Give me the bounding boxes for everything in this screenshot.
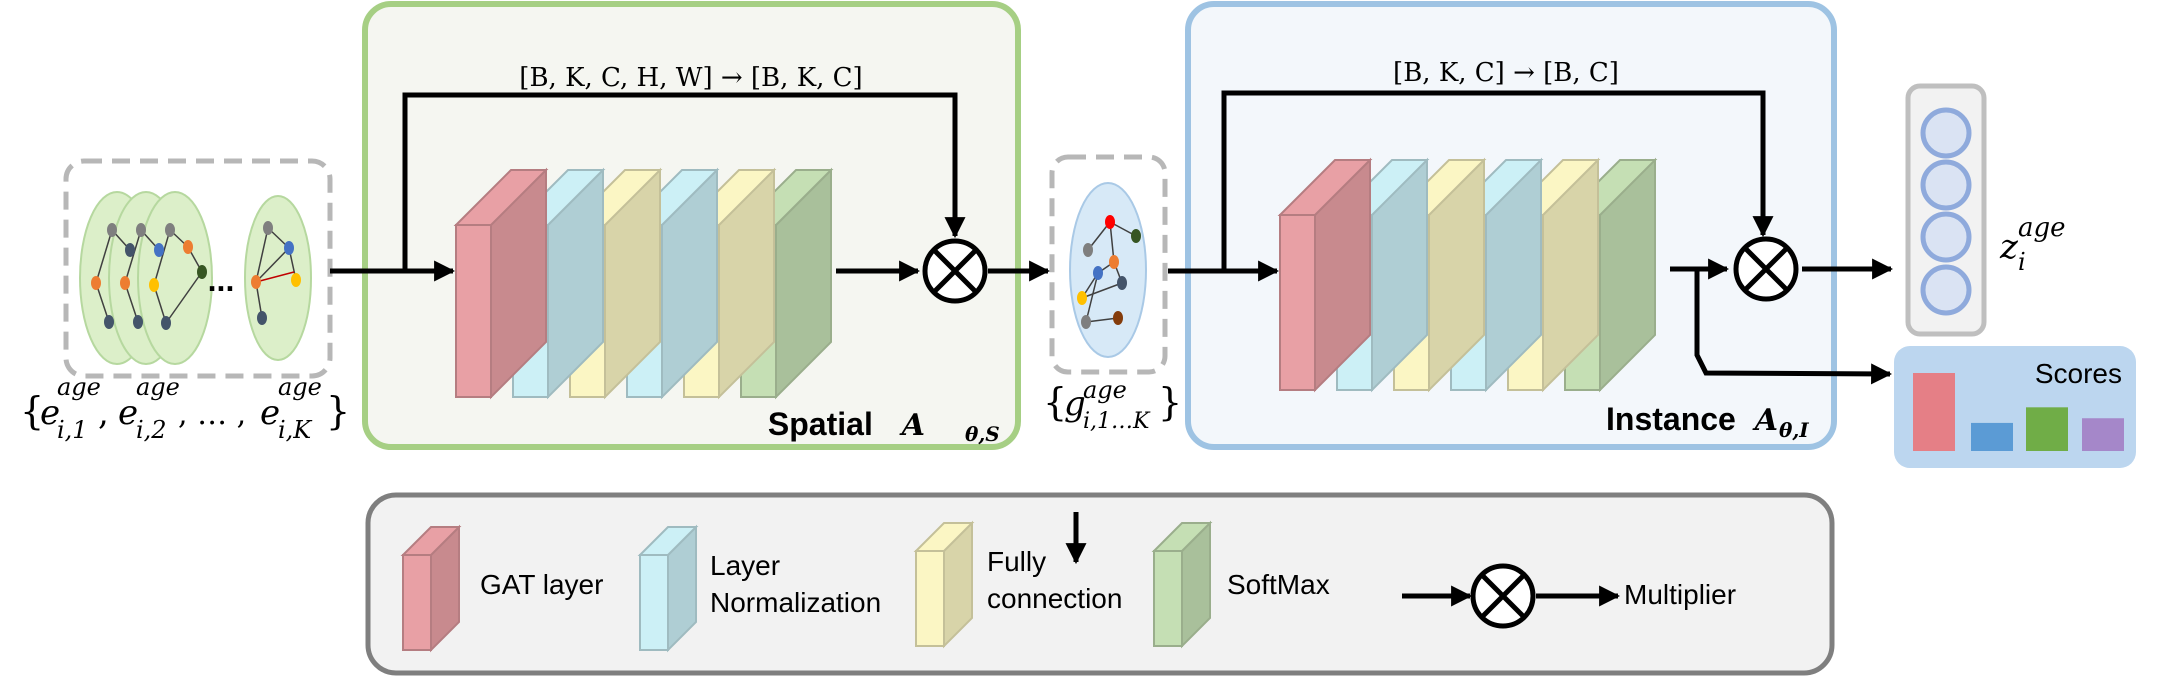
svg-text:age: age bbox=[57, 373, 101, 401]
svg-text:}: } bbox=[326, 389, 350, 433]
instance-multiplier-symbol bbox=[1733, 236, 1799, 302]
spatial-gat-layer-block bbox=[453, 167, 549, 400]
spatial-module-title: Spatial A bbox=[768, 406, 925, 443]
svg-text:age: age bbox=[136, 373, 180, 401]
instance-shape-label: [B, K, C] → [B, C] bbox=[1393, 58, 1619, 88]
aggregated-graph-box bbox=[1049, 154, 1168, 375]
score-bar bbox=[1971, 422, 2013, 451]
instance-module-title: Instance A bbox=[1606, 401, 1778, 438]
svg-text:z: z bbox=[1999, 227, 2019, 267]
spatial-symbol-subscript: θ,S bbox=[965, 422, 1000, 446]
svg-text:age: age bbox=[2018, 213, 2066, 243]
score-bar bbox=[2026, 407, 2068, 451]
legend-fc-label-2: connection bbox=[987, 583, 1122, 614]
instance-symbol-subscript: θ,I bbox=[1779, 418, 1809, 442]
spatial-multiplier-symbol bbox=[922, 238, 988, 304]
instance-flow-arrows bbox=[1168, 90, 1894, 385]
aggregated-graph-nodes bbox=[1077, 215, 1141, 329]
svg-text:i,K: i,K bbox=[278, 416, 313, 444]
svg-text:e: e bbox=[260, 393, 280, 433]
input-embeddings-label: { e age i,1 , e age i,2 , … , e age i,K … bbox=[20, 373, 350, 444]
legend-layernorm-swatch bbox=[637, 524, 699, 653]
input-graph-ellipses bbox=[79, 191, 312, 365]
svg-text:{: { bbox=[1043, 380, 1067, 424]
svg-text:i,2: i,2 bbox=[136, 416, 167, 444]
output-embedding-units bbox=[1920, 107, 1972, 316]
svg-text:e: e bbox=[118, 393, 138, 433]
legend-softmax-swatch bbox=[1151, 520, 1213, 649]
svg-text:e: e bbox=[40, 393, 60, 433]
svg-text:i,1: i,1 bbox=[57, 416, 88, 444]
output-embedding-label: z age i bbox=[1999, 213, 2066, 276]
aggregated-graph-ellipse bbox=[1069, 182, 1147, 358]
score-bar bbox=[1913, 373, 1955, 451]
input-ellipsis: ... bbox=[208, 262, 235, 298]
spatial-layer-stack bbox=[453, 167, 834, 400]
legend-layernorm-label-1: Layer bbox=[710, 550, 780, 581]
legend-multiplier-symbol bbox=[1065, 512, 1621, 629]
svg-text:g: g bbox=[1064, 384, 1086, 424]
svg-text:i,1…K: i,1…K bbox=[1083, 409, 1151, 434]
legend-layernorm-label-2: Normalization bbox=[710, 587, 881, 618]
spatial-shape-label: [B, K, C, H, W] → [B, K, C] bbox=[519, 63, 862, 93]
legend-panel bbox=[365, 492, 1835, 676]
instance-gat-layer-block bbox=[1277, 157, 1373, 393]
scores-label: Scores bbox=[2035, 358, 2122, 389]
svg-text:, … ,: , … , bbox=[178, 397, 246, 432]
legend-gat-label: GAT layer bbox=[480, 569, 603, 600]
legend-fc-label-1: Fully bbox=[987, 546, 1046, 577]
spatial-flow-arrows bbox=[330, 92, 1051, 282]
legend-softmax-label: SoftMax bbox=[1227, 569, 1330, 600]
legend-multiplier-label: Multiplier bbox=[1624, 579, 1736, 610]
legend-gat-swatch bbox=[400, 524, 462, 653]
svg-text:,: , bbox=[98, 393, 109, 433]
svg-text:age: age bbox=[1083, 376, 1127, 404]
input-graph-node-dots bbox=[91, 221, 301, 330]
svg-text:{: { bbox=[20, 389, 44, 433]
instance-layer-stack bbox=[1277, 157, 1658, 393]
aggregated-graph-label: { g age i,1…K } bbox=[1043, 376, 1182, 434]
legend-fc-swatch bbox=[913, 520, 975, 649]
svg-text:i: i bbox=[2018, 248, 2026, 276]
svg-text:age: age bbox=[278, 373, 322, 401]
legend-swatches bbox=[400, 520, 1213, 653]
svg-text:}: } bbox=[1158, 380, 1182, 424]
score-bars bbox=[1913, 373, 2124, 451]
score-bar bbox=[2082, 418, 2124, 451]
